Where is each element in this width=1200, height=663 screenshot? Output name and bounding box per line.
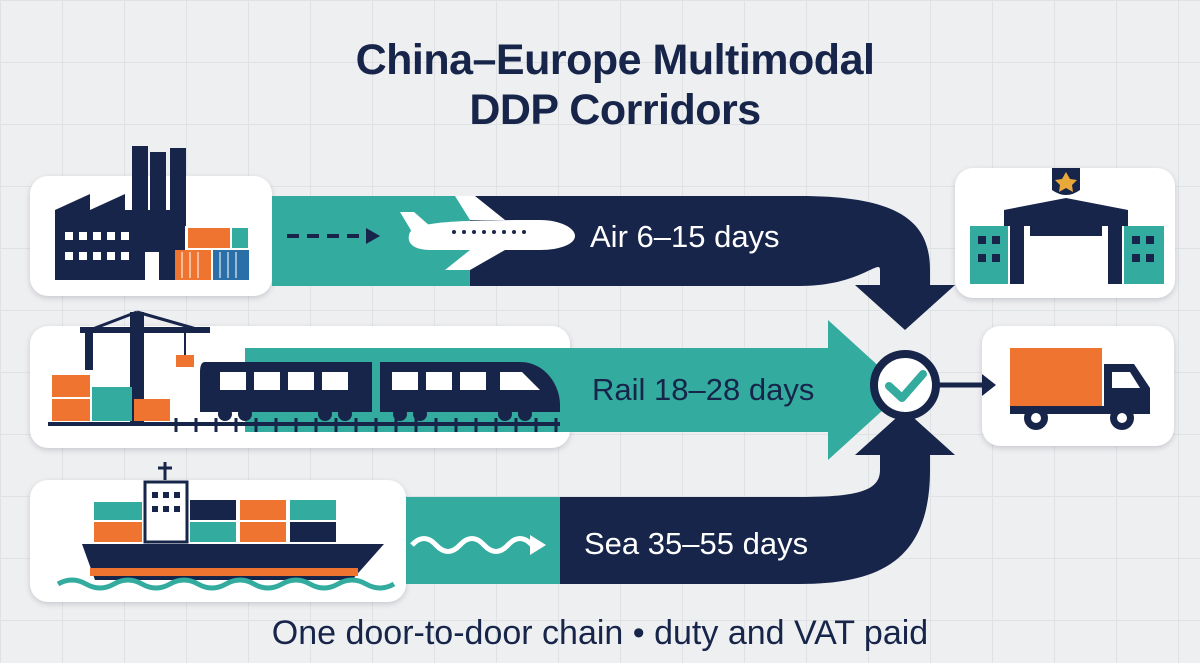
customs-building-icon: [970, 168, 1164, 284]
container-ship-icon: [56, 462, 396, 591]
train-icon: [200, 362, 560, 421]
sea-corridor-band: [406, 410, 955, 584]
sea-wavy-arrow: [410, 535, 546, 555]
title-line-1: China–Europe Multimodal: [355, 36, 875, 84]
airplane-icon: [400, 196, 575, 270]
to-destination-arrow: [938, 374, 996, 396]
port-crane-icon: [52, 310, 210, 422]
rail-corridor-label: Rail 18–28 days: [592, 372, 815, 407]
checkmark-icon: [870, 350, 940, 420]
air-dashed-arrow: [287, 228, 380, 244]
page-title: China–Europe Multimodal DDP Corridors: [0, 35, 1200, 135]
rail-track: [48, 418, 560, 432]
air-corridor-band: [272, 196, 955, 330]
delivery-truck-icon: [1010, 348, 1150, 430]
footer-tagline: One door-to-door chain • duty and VAT pa…: [271, 614, 929, 652]
title-line-2: DDP Corridors: [469, 86, 761, 134]
sea-corridor-label: Sea 35–55 days: [584, 526, 809, 561]
factory-icon: [55, 146, 249, 280]
air-corridor-label: Air 6–15 days: [590, 219, 780, 254]
